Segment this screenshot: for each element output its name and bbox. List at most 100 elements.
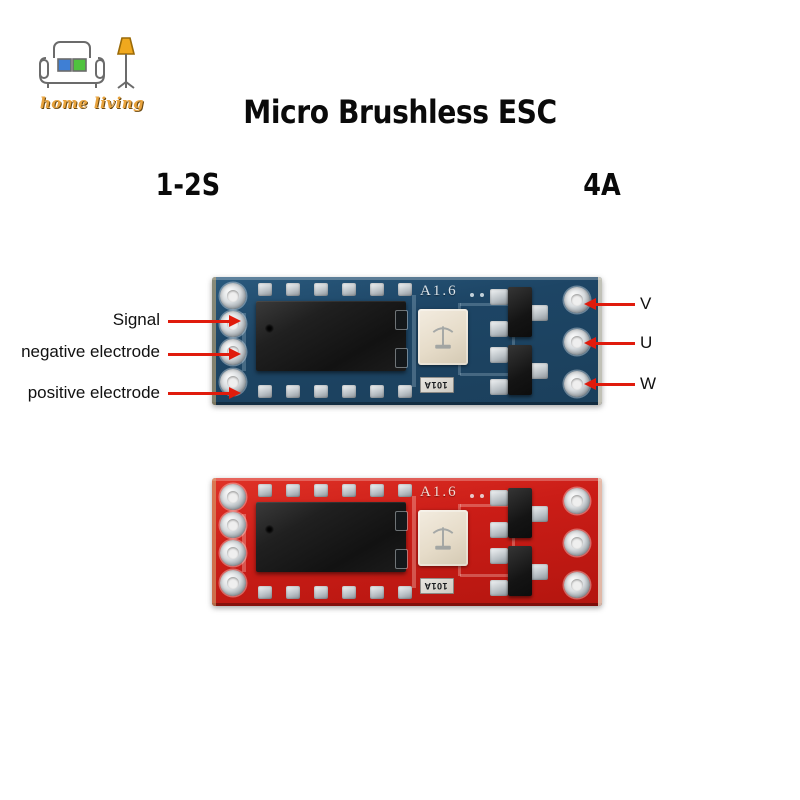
component-marking (432, 527, 454, 550)
pcb-right-edge (598, 277, 602, 405)
mosfet-pad (530, 564, 548, 580)
chip-leg (370, 586, 384, 599)
chip-leg (286, 484, 300, 497)
mosfet-bottom (508, 546, 532, 596)
red-pcb: A1.6 101A (212, 478, 602, 606)
callout-arrow-signal (168, 315, 241, 327)
callout-arrow-v (584, 298, 635, 310)
negative-pad (220, 540, 246, 566)
chip-leg (258, 385, 272, 398)
positive-pad (220, 570, 246, 596)
resistor-marking-text: 101A (424, 581, 448, 591)
smd-component (396, 349, 407, 367)
callout-label-signal: Signal (112, 310, 160, 329)
mosfet-bottom (508, 345, 532, 395)
silkscreen-text: A1.6 (420, 283, 458, 299)
chip-leg (342, 385, 356, 398)
sofa-and-lamp-icon (39, 37, 136, 89)
mosfet-pad (490, 289, 508, 305)
chip-leg (314, 586, 328, 599)
callout-label-negative-electrode: negative electrode (21, 342, 160, 361)
chip-leg (314, 283, 328, 296)
chip-leg (258, 283, 272, 296)
pcb-trace (412, 295, 416, 387)
pcb-edge-shadow (212, 603, 602, 606)
pcb-right-edge (598, 478, 602, 606)
spec-current-rating: 4A (583, 168, 621, 203)
mosfet-pad (490, 347, 508, 363)
pcb-trace (460, 373, 518, 376)
pcb-edge-highlight (212, 478, 602, 481)
pcb-trace (460, 574, 518, 577)
silkscreen-dot (480, 494, 484, 498)
chip-leg (258, 484, 272, 497)
mosfet-top (508, 488, 532, 538)
pcb-trace (512, 492, 515, 592)
mosfet-pad (530, 506, 548, 522)
pcb-left-edge (212, 478, 216, 606)
mosfet-pad (490, 379, 508, 395)
pcb-trace (242, 313, 246, 371)
pcb-left-edge (212, 277, 216, 405)
chip-pin1-dot (265, 525, 274, 535)
callout-label-positive-electrode: positive electrode (27, 383, 160, 402)
chip-leg (398, 484, 412, 497)
resistor-101a: 101A (420, 578, 454, 594)
silkscreen-dot (470, 293, 474, 297)
chip-leg (286, 283, 300, 296)
mosfet-pad (530, 363, 548, 379)
pcb-trace (242, 514, 246, 572)
silkscreen-dot (480, 293, 484, 297)
phase-u-pad (564, 530, 590, 556)
pcb-edge-highlight (212, 277, 602, 280)
pcb-trace (412, 496, 416, 588)
page-title: Micro Brushless ESC (243, 93, 557, 131)
mcu-soic-chip (256, 502, 406, 572)
mosfet-pad (490, 522, 508, 538)
chip-leg (370, 385, 384, 398)
gnd-extra-pad (220, 484, 246, 510)
chip-leg (342, 484, 356, 497)
smd-component (396, 512, 407, 530)
chip-leg (342, 283, 356, 296)
pcb-edge-shadow (212, 402, 602, 405)
smd-component (396, 311, 407, 329)
mcu-soic-chip (256, 301, 406, 371)
mosfet-pad (490, 490, 508, 506)
center-component (418, 510, 468, 566)
chip-pin1-dot (265, 324, 274, 334)
chip-leg (398, 385, 412, 398)
mosfet-pad (490, 580, 508, 596)
phase-u-pad (564, 329, 590, 355)
chip-leg (398, 283, 412, 296)
chip-leg (370, 484, 384, 497)
chip-leg (286, 586, 300, 599)
mosfet-pad (490, 548, 508, 564)
callout-arrow-negative-electrode (168, 348, 241, 360)
phase-v-pad (564, 488, 590, 514)
chip-leg (286, 385, 300, 398)
callout-label-u: U (640, 333, 653, 352)
callout-arrow-u (584, 337, 635, 349)
callout-arrow-positive-electrode (168, 387, 241, 399)
phase-w-pad (564, 572, 590, 598)
gnd-extra-pad (220, 283, 246, 309)
chip-leg (258, 586, 272, 599)
callout-label-v: V (640, 294, 652, 313)
mosfet-top (508, 287, 532, 337)
pcb-trace (460, 504, 518, 507)
silkscreen-dot (470, 494, 474, 498)
callout-arrow-w (584, 378, 635, 390)
chip-leg (314, 484, 328, 497)
brand-logo: home living (30, 30, 150, 125)
callout-label-w: W (640, 374, 657, 393)
resistor-marking-text: 101A (424, 380, 448, 390)
mosfet-pad (490, 321, 508, 337)
component-marking (432, 326, 454, 349)
chip-leg (342, 586, 356, 599)
mosfet-pad (530, 305, 548, 321)
spec-cell-count: 1-2S (155, 168, 221, 203)
smd-component (396, 550, 407, 568)
pcb-trace (512, 291, 515, 391)
